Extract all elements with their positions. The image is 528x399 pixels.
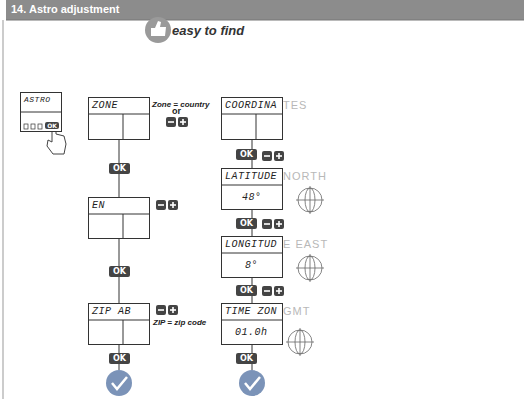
lcd-display: ZIP AB <box>88 303 150 345</box>
faded-text: NORTH <box>283 170 327 182</box>
faded-text: E EAST <box>283 238 328 250</box>
section-title: 14. Astro adjustment <box>11 3 119 15</box>
display-text: LATITUDE <box>225 171 277 182</box>
ok-button: OK <box>236 353 257 364</box>
ok-button: OK <box>236 218 257 229</box>
display-value: 8° <box>245 260 258 271</box>
ok-button: OK <box>109 163 130 174</box>
plus-minus-buttons <box>156 117 284 315</box>
globe-icons <box>286 186 324 356</box>
device-display: ASTRO OK <box>20 92 62 132</box>
ok-button: OK <box>45 122 59 129</box>
display-text: TIME ZON <box>225 306 277 317</box>
lcd-display: ZONE <box>88 97 150 140</box>
note-text: or <box>172 106 181 116</box>
display-text: COORDINA <box>225 100 277 111</box>
callout-text: easy to find <box>172 23 244 38</box>
header-bar <box>6 0 524 20</box>
ok-button: OK <box>236 285 257 296</box>
display-value: 01.0h <box>235 327 268 338</box>
display-text: ZIP AB <box>92 306 131 317</box>
ok-button: OK <box>236 149 257 160</box>
display-text: ZONE <box>92 100 118 111</box>
display-text: LONGITUD <box>225 239 277 250</box>
lcd-display: LONGITUD8°E EAST <box>221 236 283 278</box>
ok-button: OK <box>109 353 130 364</box>
faded-text: TES <box>283 99 307 111</box>
display-text: EN <box>92 200 105 211</box>
ok-button: OK <box>109 266 130 277</box>
display-value: 48° <box>242 192 262 203</box>
display-text: ASTRO <box>24 95 51 104</box>
lcd-display: TIME ZON01.0hGMT <box>221 303 283 345</box>
lcd-display: LATITUDE48°NORTH <box>221 168 283 210</box>
note-text: ZIP = zip code <box>153 318 206 327</box>
lcd-display: COORDINATES <box>221 97 283 140</box>
check-circle <box>106 370 265 396</box>
faded-text: GMT <box>283 305 310 317</box>
lcd-display: EN <box>88 197 150 239</box>
thumb-icon <box>145 17 171 43</box>
